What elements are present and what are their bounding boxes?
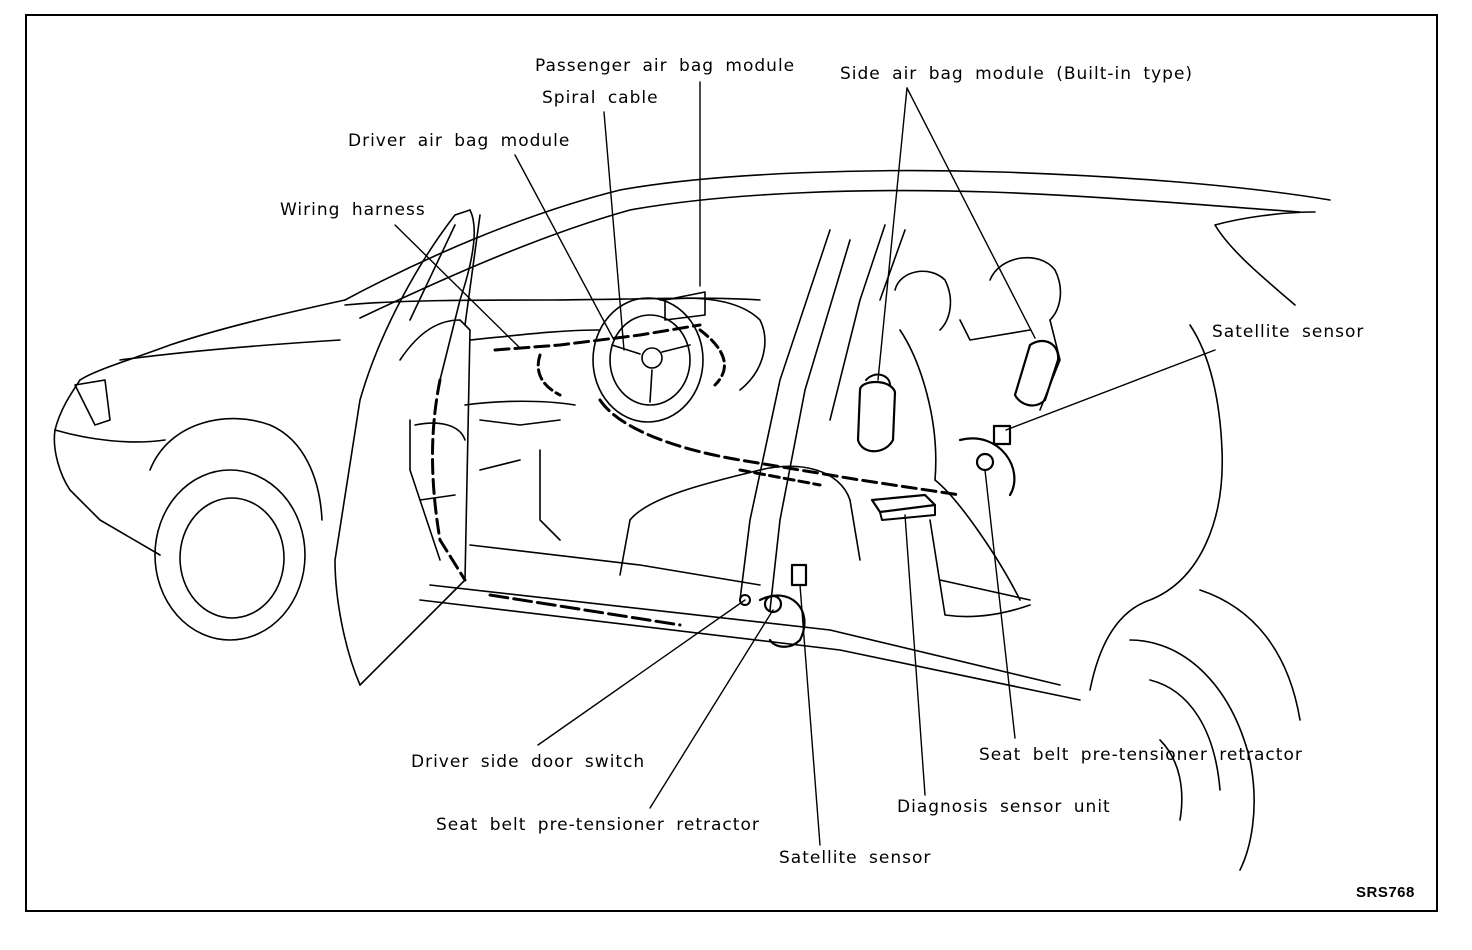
srs-components	[431, 323, 1060, 648]
label-seat-belt-pretensioner-rear: Seat belt pre-tensioner retractor	[979, 745, 1303, 765]
label-driver-air-bag-module: Driver air bag module	[348, 131, 571, 151]
label-passenger-air-bag-module: Passenger air bag module	[535, 56, 796, 76]
dashboard	[344, 291, 766, 426]
figure-frame	[25, 14, 1438, 912]
label-side-air-bag-module: Side air bag module (Built-in type)	[840, 64, 1194, 84]
leader-lines	[394, 81, 1216, 846]
label-driver-side-door-switch: Driver side door switch	[411, 752, 646, 772]
label-diagnosis-sensor-unit: Diagnosis sensor unit	[897, 797, 1111, 817]
label-wiring-harness: Wiring harness	[280, 200, 426, 220]
label-spiral-cable: Spiral cable	[542, 88, 659, 108]
car-body	[53, 169, 1331, 871]
label-seat-belt-pretensioner-front: Seat belt pre-tensioner retractor	[436, 815, 760, 835]
label-satellite-sensor-front: Satellite sensor	[779, 848, 932, 868]
label-satellite-sensor-rear: Satellite sensor	[1212, 322, 1365, 342]
figure-code: SRS768	[1356, 884, 1415, 901]
open-driver-door	[334, 209, 481, 686]
